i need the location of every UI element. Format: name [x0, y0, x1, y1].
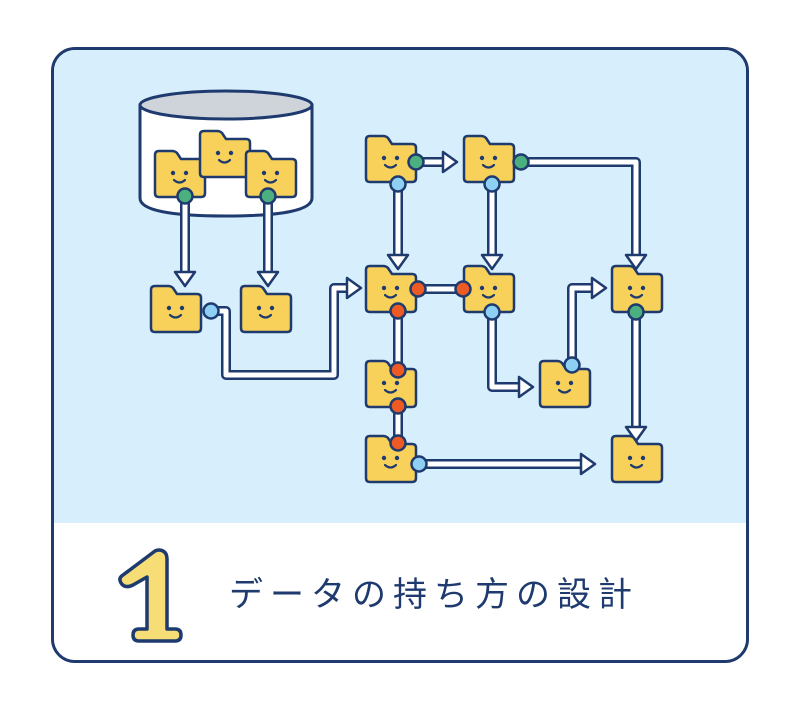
connector-dot-icon [407, 153, 425, 171]
data-structure-diagram [138, 89, 664, 484]
folder-icon [239, 284, 293, 334]
connector-dot-icon [409, 280, 427, 298]
illustration-panel [54, 50, 746, 523]
folder-icon [198, 129, 252, 179]
connector-dot-icon [202, 302, 220, 320]
connector-dot-icon [454, 280, 472, 298]
step-number: 1 [118, 548, 183, 643]
folder-icon [462, 134, 516, 184]
connector-dot-icon [259, 187, 277, 205]
connector-dot-icon [483, 175, 501, 193]
connector-dot-icon [563, 356, 581, 374]
caption-panel: 1 データの持ち方の設計 [54, 523, 746, 660]
folder-icon [364, 264, 418, 314]
connector-dot-icon [389, 302, 407, 320]
connector-dots [176, 153, 645, 473]
card: 1 データの持ち方の設計 [51, 47, 749, 663]
connector-dot-icon [389, 434, 407, 452]
connector-dot-icon [389, 397, 407, 415]
folder-icon [149, 284, 203, 334]
connector-dot-icon [483, 303, 501, 321]
connector-dot-icon [389, 175, 407, 193]
connector-dot-icon [389, 361, 407, 379]
folder-icon [610, 434, 664, 484]
connector-dot-icon [512, 153, 530, 171]
connector-dot-icon [627, 303, 645, 321]
connector-dot-icon [410, 455, 428, 473]
connector-dot-icon [176, 187, 194, 205]
step-title: データの持ち方の設計 [229, 575, 639, 615]
